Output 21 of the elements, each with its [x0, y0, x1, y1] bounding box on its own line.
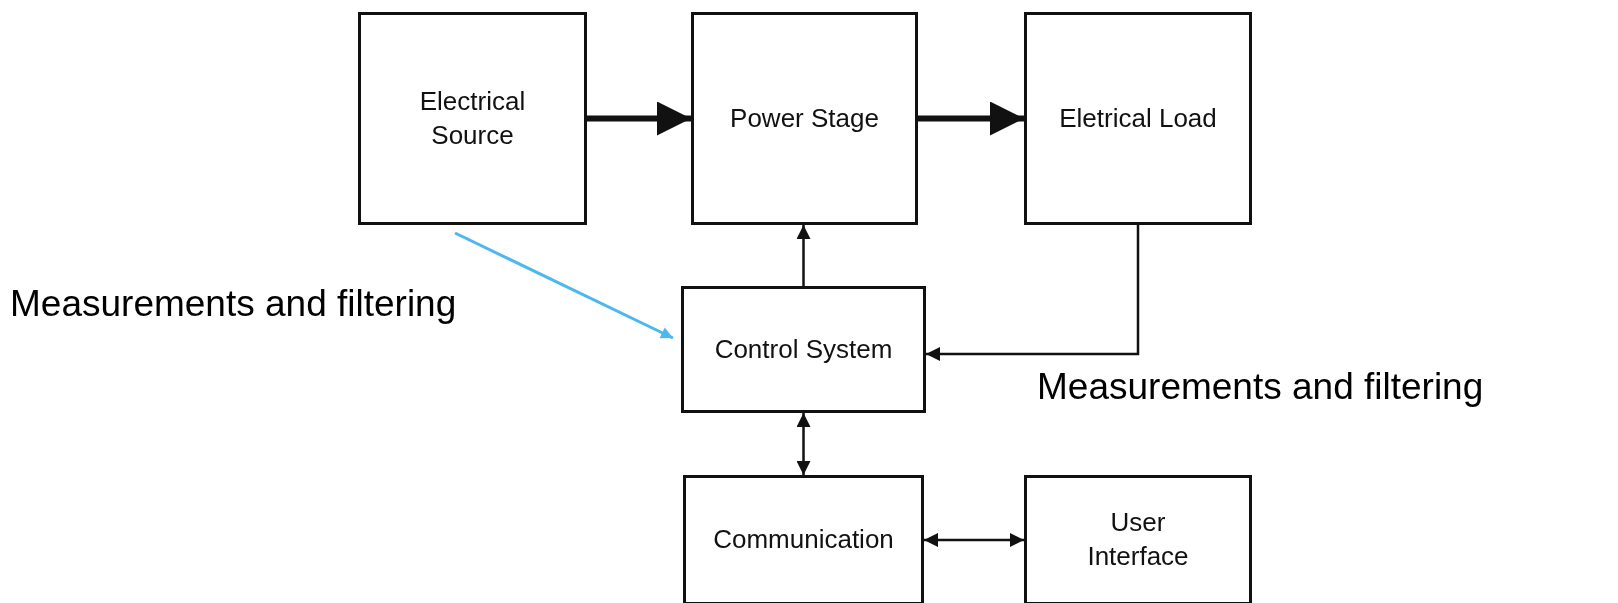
box-label: Communication — [713, 523, 894, 557]
process-box — [683, 475, 924, 603]
process-box — [681, 286, 926, 413]
arrow — [918, 101, 1024, 136]
arrow — [796, 413, 811, 475]
process-box — [1024, 12, 1252, 225]
arrow — [796, 225, 811, 286]
arrow — [924, 533, 1024, 547]
box-label: Electrical Source — [418, 84, 527, 152]
annotation-text: Measurements and filtering — [10, 283, 457, 325]
arrow — [454, 231, 674, 340]
arrow — [587, 101, 691, 136]
box-label: Eletrical Load — [1059, 101, 1217, 135]
process-box — [358, 12, 587, 225]
arrow — [926, 225, 1140, 361]
box-label: User Interface — [1086, 506, 1190, 573]
annotation-text: Measurements and filtering — [1037, 366, 1484, 408]
box-label: Power Stage — [730, 101, 879, 135]
box-label: Control System — [714, 332, 893, 366]
process-box — [1024, 475, 1252, 603]
process-box — [691, 12, 918, 225]
